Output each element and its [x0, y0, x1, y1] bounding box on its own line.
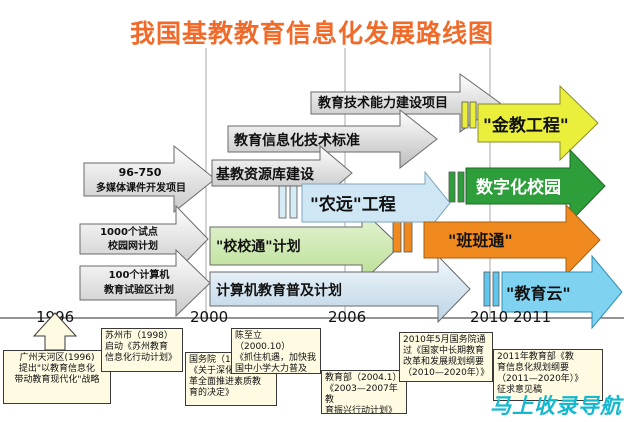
left-label-1-line2: 多媒体课件开发项目	[96, 181, 186, 194]
left-label-3-line2: 教育试验区计划	[103, 283, 174, 296]
milestone-arrow-jiaoyuyun	[501, 254, 623, 330]
milestone-arrow-nongyuan	[301, 170, 451, 236]
arrow-xiaoxiaotong	[209, 208, 401, 284]
event-note-guangzhou: 广州天河区(1996) 提出"以教育信息化 带动教育现代化"战略	[3, 350, 111, 404]
arrow-label-tech-standards: 教育信息化技术标准	[234, 132, 360, 149]
milestone-arrow-banbantong	[423, 203, 601, 277]
left-label-2-line1: 1000个试点	[100, 225, 158, 238]
left-arrow-3	[79, 248, 211, 318]
left-label-1-line1: 96-750	[119, 166, 162, 179]
milestone-label-nongyuan: "农远"工程	[310, 194, 396, 215]
milestone-arrow-digital-campus	[465, 148, 606, 224]
page-title: 我国基教教育信息化发展路线图	[129, 19, 494, 48]
milestone-arrow-jinjiao	[477, 84, 599, 162]
arrow-computer-popularization	[209, 254, 471, 324]
event-note-moe-2011: 2011年教育部《教 育信息化规划纲要 （2011—2020年）》 征求意见稿	[493, 349, 603, 401]
arrow-label-computer-popularization: 计算机教育普及计划	[216, 282, 342, 299]
left-label-3-line1: 100个计算机	[109, 268, 170, 281]
event-note-moe-2004: 教育部（2004.1） 《2003—2007年教 育振兴行动计划》	[321, 370, 407, 414]
event-note-suzhou: 苏州市（1998） 启动《苏州教育 信息化行动计划》	[101, 328, 183, 372]
milestone-label-digital-campus: 数字化校园	[476, 177, 561, 198]
year-label-2010: 2010	[470, 308, 508, 326]
year-label-2000: 2000	[190, 308, 228, 326]
milestone-label-jinjiao: "金教工程"	[483, 115, 569, 136]
arrow-label-xiaoxiaotong: "校校通"计划	[216, 238, 301, 255]
year-label-2011: 2011	[513, 308, 551, 326]
arrow-tech-standards	[227, 108, 438, 170]
left-label-2-line2: 校园网计划	[108, 239, 158, 252]
separator-bars	[278, 101, 500, 307]
year-label-2006: 2006	[328, 308, 366, 326]
left-arrow-1	[83, 144, 216, 214]
milestone-label-jiaoyuyun: "教育云"	[506, 284, 571, 303]
arrow-label-resource-library: 基教资源库建设	[216, 166, 315, 183]
event-note-state-council-2010: 2010年5月国务院通 过《国家中长期教育 改革和发展规划纲要 （2010—20…	[399, 332, 493, 382]
milestone-label-banbantong: "班班通"	[448, 231, 513, 250]
arrow-label-teacher-capability: 教育技术能力建设项目	[317, 95, 448, 111]
watermark-logo: 马上收录导航	[490, 394, 622, 418]
event-note-chen-zhili: 陈至立（2000.10） 《抓住机遇，加快我 国中小学大力普及 信息技术教育》	[231, 328, 321, 374]
